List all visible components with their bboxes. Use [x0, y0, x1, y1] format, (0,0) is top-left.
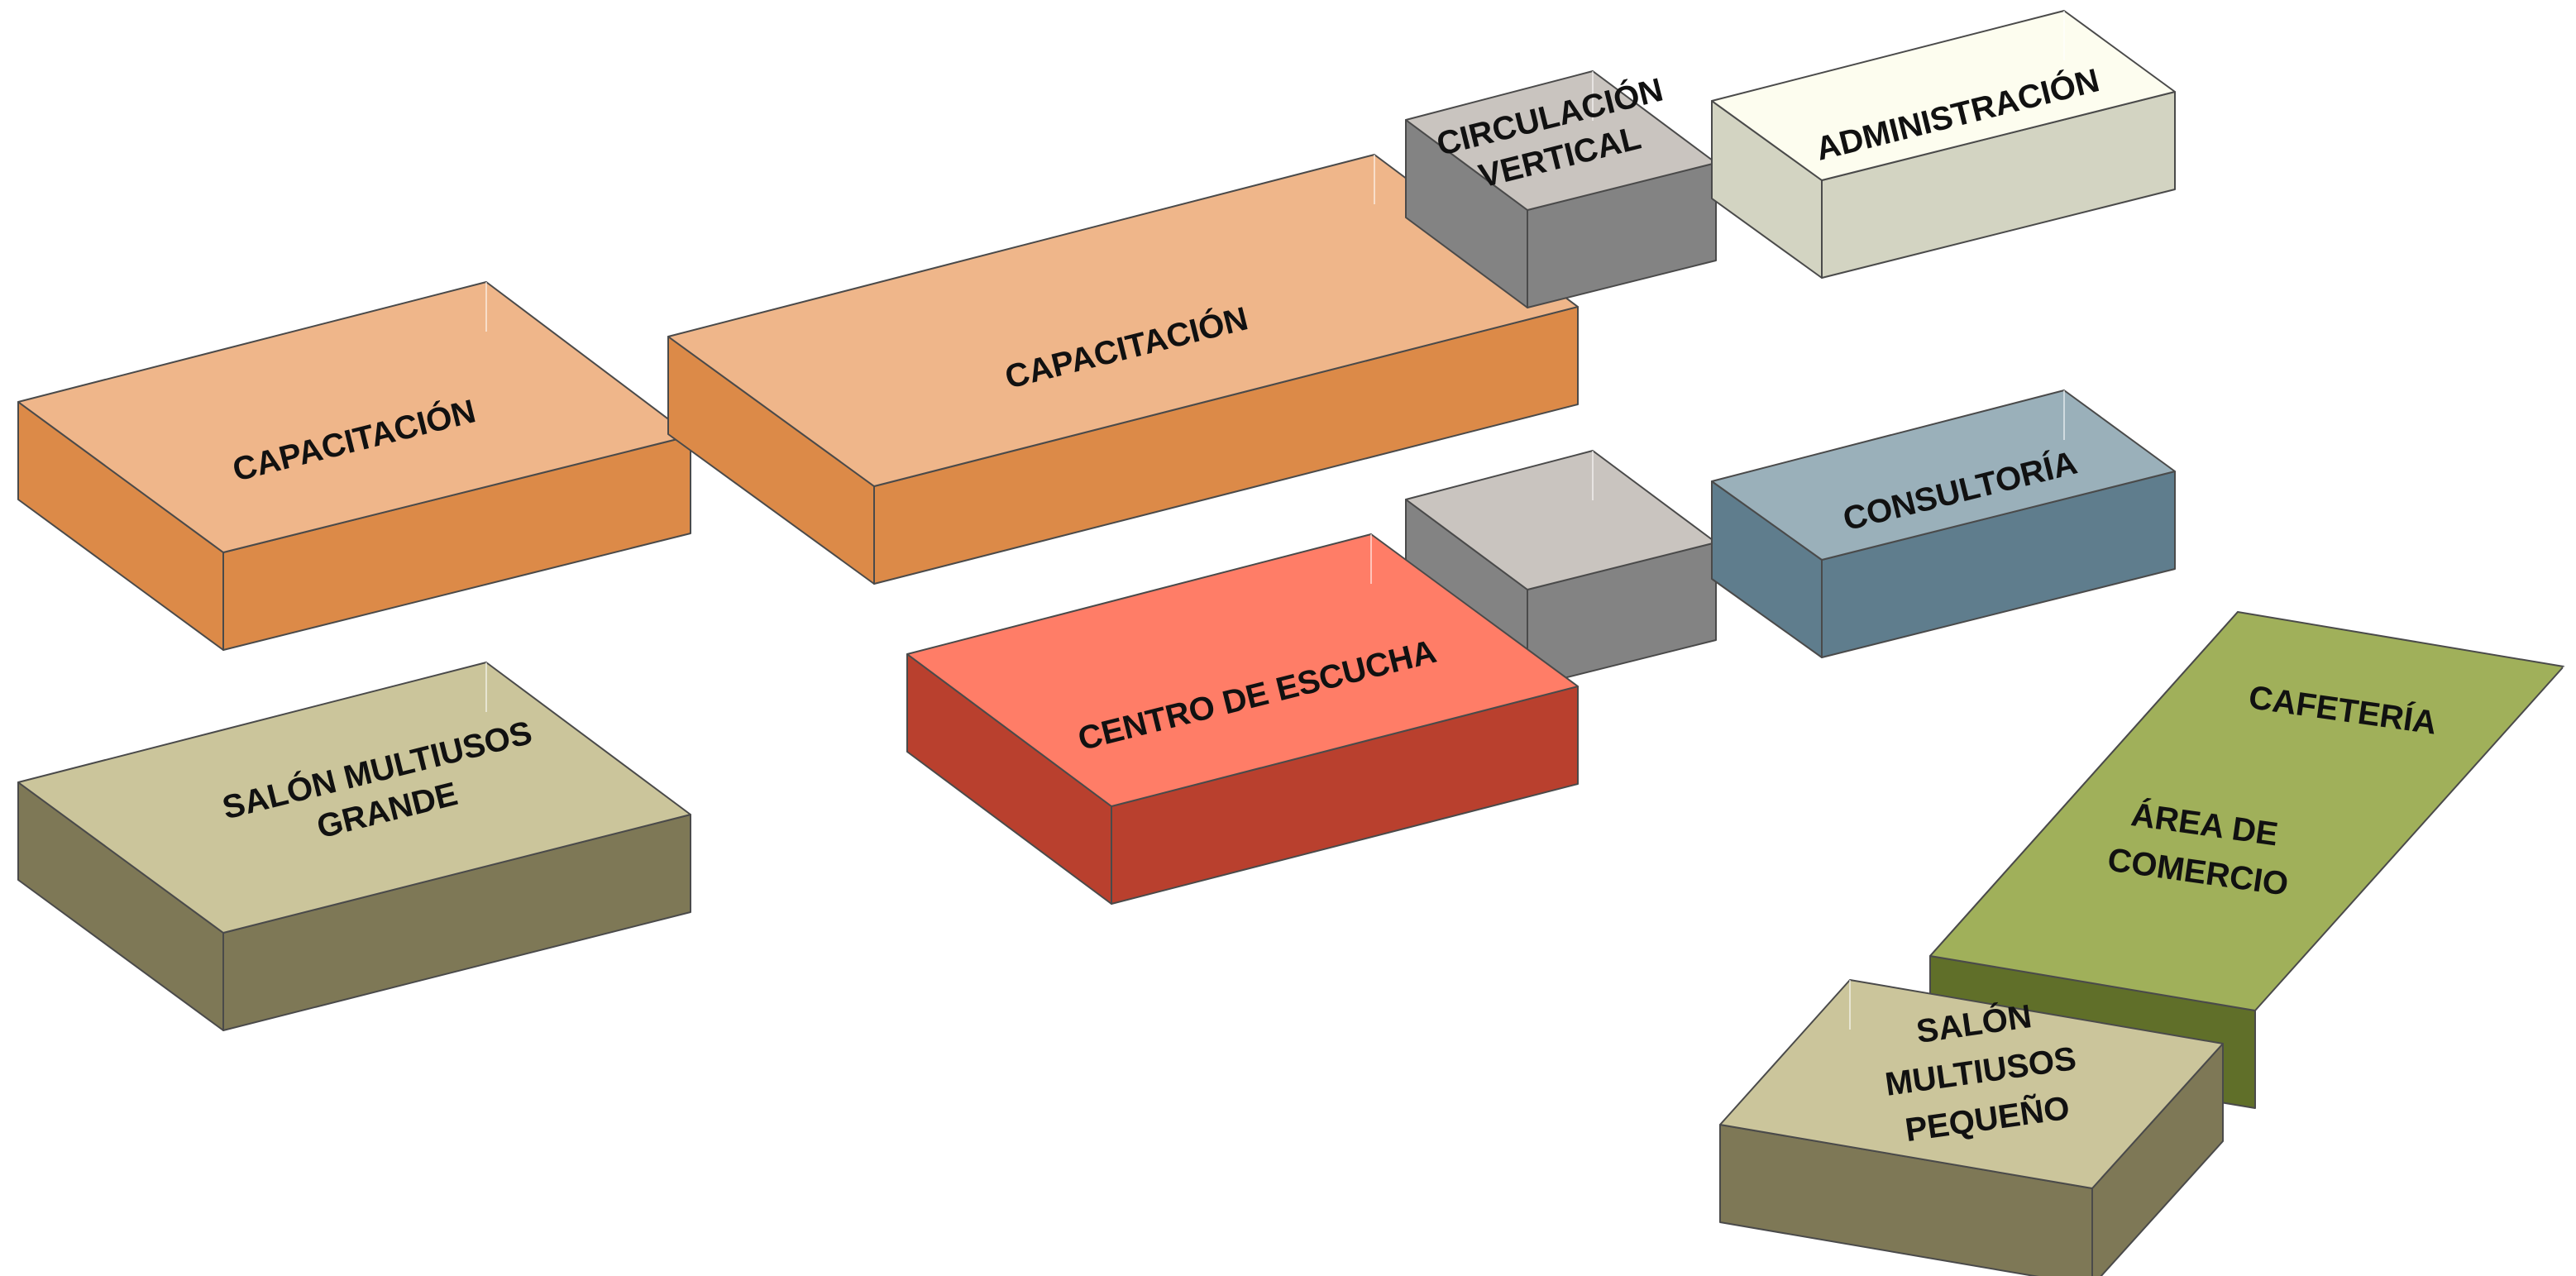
block-capacitacion-left: CAPACITACIÓN	[17, 281, 691, 651]
block-circulacion-vertical: CIRCULACIÓNVERTICAL	[1405, 70, 1717, 308]
block-centro-de-escucha: CENTRO DE ESCUCHA	[906, 533, 1579, 905]
block-circulacion-secondary	[1405, 450, 1717, 688]
block-capacitacion-center: CAPACITACIÓN	[667, 154, 1579, 585]
block-top-face	[906, 533, 1579, 807]
block-salon-multiusos-grande: SALÓN MULTIUSOSGRANDE	[17, 662, 691, 1031]
block-top-face	[17, 662, 691, 934]
block-top-face	[1711, 10, 2176, 181]
block-top-face	[1711, 389, 2176, 561]
block-salon-multiusos-pequeno: SALÓNMULTIUSOSPEQUEÑO	[1719, 979, 2224, 1276]
block-top-face	[1929, 611, 2564, 1011]
block-top-face	[1719, 979, 2224, 1189]
block-consultoria: CONSULTORÍA	[1711, 389, 2176, 658]
block-top-face	[667, 154, 1579, 487]
block-administracion: ADMINISTRACIÓN	[1711, 10, 2176, 279]
